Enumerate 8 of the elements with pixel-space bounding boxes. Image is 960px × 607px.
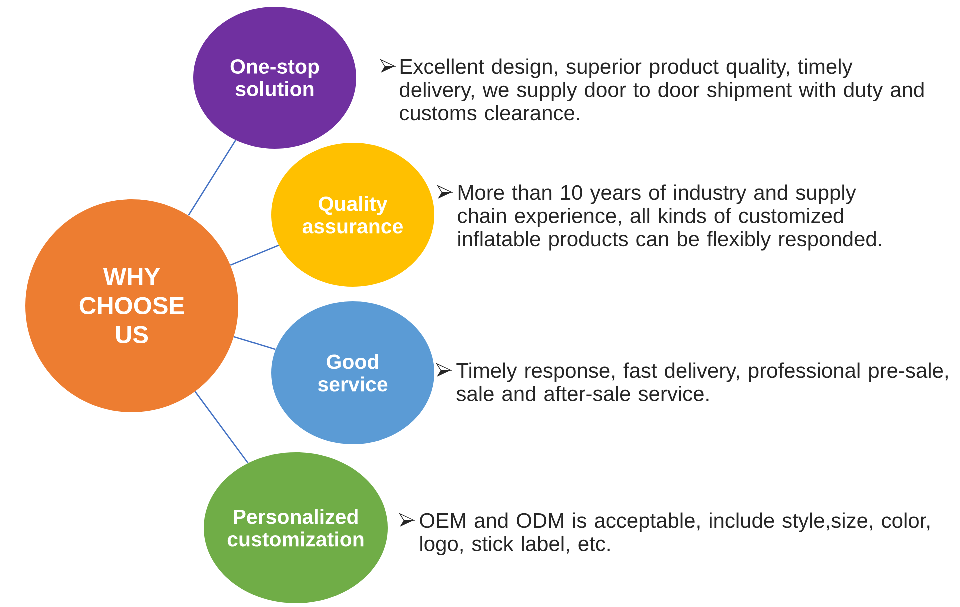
description-text: Timely response, fast delivery, professional pre-sale, sale and after-sale service. [456, 362, 948, 402]
connector-line [234, 336, 276, 350]
connector-line [188, 140, 236, 216]
description-text: OEM and ODM is acceptable, include style,size, color, logo, stick label, etc. [420, 512, 930, 556]
description-text: Excellent design, superior product quality, timely delivery, we supply door to door shipment with duty and customs clearance. [400, 58, 924, 121]
connector-line [194, 391, 249, 464]
description-text: More than 10 years of industry and supply chain experience, all kinds of customized inflatable products can be flexibly responded. [458, 184, 882, 251]
connector-line [230, 244, 280, 266]
